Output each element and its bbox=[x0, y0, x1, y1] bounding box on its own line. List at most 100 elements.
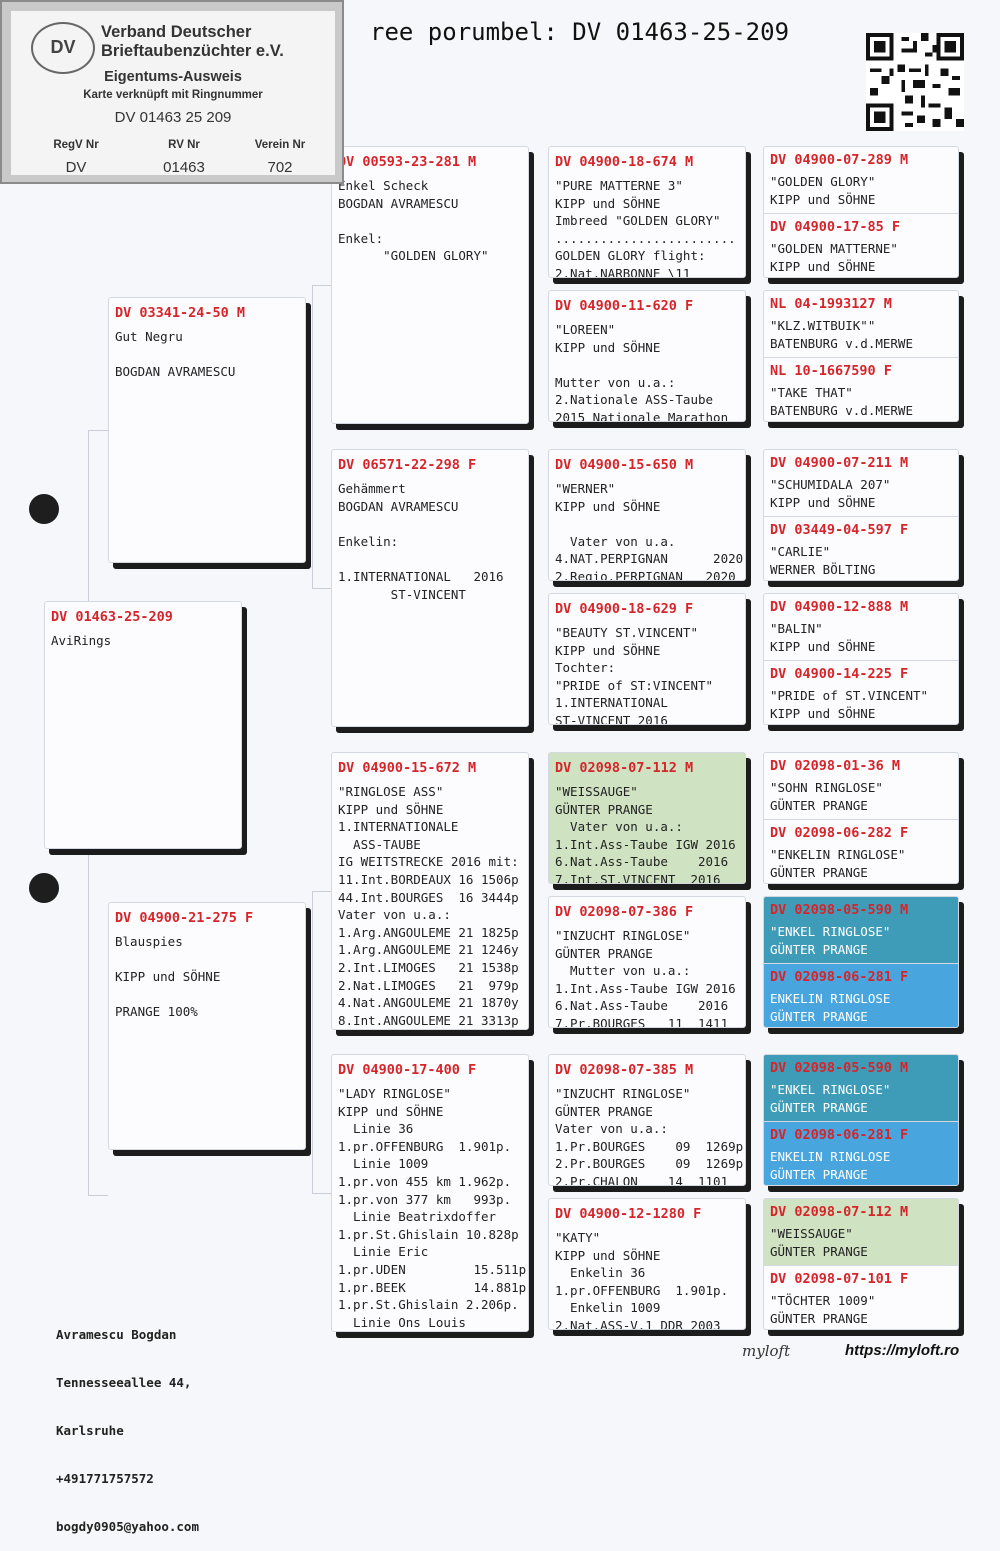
pigeon-info-line: 1.pr.von 377 km 993p. bbox=[338, 1191, 512, 1207]
pigeon-info-line bbox=[115, 951, 299, 969]
ancestor-male[interactable]: DV 04900-07-289 M"GOLDEN GLORY"KIPP und … bbox=[764, 147, 958, 213]
pigeon-info-line: KIPP und SÖHNE bbox=[555, 1247, 661, 1263]
ancestor-female[interactable]: DV 02098-07-101 F"TÖCHTER 1009"GÜNTER PR… bbox=[764, 1265, 958, 1329]
pigeon-info-line: 7.Int.ST.VINCENT 2016 bbox=[555, 871, 721, 884]
pigeon-info-line: 2.Regio.PERPIGNAN 2020 bbox=[555, 568, 736, 581]
ancestor-female[interactable]: DV 04900-14-225 F"PRIDE of ST.VINCENT"KI… bbox=[764, 660, 958, 724]
ring-number: DV 02098-07-101 F bbox=[770, 1271, 909, 1287]
pigeon-info-line: Linie 1009 bbox=[338, 1156, 429, 1172]
card-col2-label: RV Nr bbox=[168, 139, 200, 151]
ring-number: DV 03341-24-50 M bbox=[115, 305, 246, 321]
pigeon-info-line: Linie Beatrixdoffer bbox=[338, 1209, 497, 1225]
pigeon-info-line: ENKELIN RINGLOSE bbox=[770, 1149, 891, 1164]
ancestor-female[interactable]: DV 02098-06-282 F"ENKELIN RINGLOSE"GÜNTE… bbox=[764, 819, 958, 883]
ring-number: DV 02098-06-281 F bbox=[770, 1127, 909, 1143]
pigeon-info-line: Vater von u.a.: bbox=[555, 1121, 668, 1137]
connector-line bbox=[312, 891, 313, 1193]
pigeon-info-line: 1.Int.Ass-Taube IGW 2016 bbox=[555, 980, 736, 996]
ancestor-male[interactable]: DV 04900-12-888 M"BALIN"KIPP und SÖHNE bbox=[764, 594, 958, 660]
pigeon-info-line: "KLZ.WITBUIK"" bbox=[770, 318, 876, 333]
pigeon-info-line: ST-VINCENT bbox=[338, 586, 466, 602]
pigeon-info-line: BOGDAN AVRAMESCU bbox=[338, 498, 459, 514]
pigeon-info-line: GÜNTER PRANGE bbox=[770, 1243, 868, 1259]
pigeon-info-line: "INZUCHT RINGLOSE" bbox=[555, 928, 691, 943]
ring-number: DV 04900-18-629 F bbox=[555, 601, 694, 617]
ancestor-male[interactable]: NL 04-1993127 M"KLZ.WITBUIK""BATENBURG v… bbox=[764, 291, 958, 357]
pigeon-info-line: 2.Nat.ASS-V.1 DDR 2003 bbox=[555, 1317, 721, 1330]
pigeon-info-line: "LADY RINGLOSE" bbox=[338, 1086, 451, 1101]
pigeon-info-line: GÜNTER PRANGE bbox=[770, 1008, 868, 1024]
pigeon-info-line: ST-VINCENT 2016 bbox=[555, 712, 668, 725]
pigeon-info-line: "PURE MATTERNE 3" bbox=[555, 178, 683, 193]
pigeon-info-line: "WEISSAUGE" bbox=[770, 1226, 853, 1241]
ring-number: DV 02098-05-590 M bbox=[770, 902, 909, 918]
pigeon-info-line: 4.NAT.PERPIGNAN 2020 bbox=[555, 551, 744, 567]
pigeon-card[interactable]: DV 04900-18-674 M"PURE MATTERNE 3"KIPP u… bbox=[548, 146, 746, 278]
qr-code-icon bbox=[866, 33, 964, 131]
pigeon-info-line: 7.Pr.BOURGES 11 1411 bbox=[555, 1015, 729, 1028]
pigeon-info-line: 1.pr.OFFENBURG 1.901p. bbox=[555, 1282, 729, 1298]
pigeon-info-line: GOLDEN GLORY flight: bbox=[555, 248, 706, 264]
pigeon-info-line: Enkel: bbox=[338, 230, 384, 246]
ring-number: DV 04900-21-275 F bbox=[115, 910, 254, 926]
card-col3-label: Verein Nr bbox=[254, 139, 306, 151]
owner-address: Avramescu Bogdan Tennesseeallee 44, Karl… bbox=[56, 1295, 199, 1551]
pigeon-info-line: "WEISSAUGE" bbox=[555, 784, 638, 799]
pigeon-info-line: "GOLDEN MATTERNE" bbox=[770, 241, 898, 256]
pigeon-info-line: "ENKEL RINGLOSE" bbox=[770, 924, 891, 939]
pigeon-card[interactable]: DV 04900-17-400 F"LADY RINGLOSE"KIPP und… bbox=[331, 1054, 529, 1332]
pigeon-info-line: BOGDAN AVRAMESCU bbox=[338, 195, 459, 211]
card-col1-value: DV bbox=[65, 159, 87, 176]
pigeon-info-line: 2.Nat.NARBONNE \11 bbox=[555, 265, 691, 278]
pigeon-info-line: "WERNER" bbox=[555, 481, 616, 496]
ancestor-male[interactable]: DV 02098-07-112 M"WEISSAUGE"GÜNTER PRANG… bbox=[764, 1199, 958, 1265]
ancestor-male[interactable]: DV 04900-07-211 M"SCHUMIDALA 207"KIPP un… bbox=[764, 450, 958, 516]
pigeon-card[interactable]: DV 04900-15-672 M"RINGLOSE ASS"KIPP und … bbox=[331, 752, 529, 1030]
pigeon-info-line: "GOLDEN GLORY" bbox=[338, 248, 489, 264]
ancestor-pair-card: DV 02098-05-590 M "ENKEL RINGLOSE" GÜNTER … bbox=[763, 896, 959, 1028]
pigeon-info-line: ........................ bbox=[555, 230, 736, 246]
pigeon-card[interactable]: DV 04900-12-1280 F"KATY"KIPP und SÖHNE E… bbox=[548, 1198, 746, 1330]
pigeon-info-line: 1.INTERNATIONALE bbox=[338, 819, 459, 835]
pigeon-info-line: Enkelin 1009 bbox=[555, 1300, 661, 1316]
pigeon-info-line: 2.Pr.BOURGES 09 1269p bbox=[555, 1156, 744, 1172]
pigeon-info-line bbox=[338, 515, 522, 533]
pigeon-card[interactable]: DV 02098-07-385 M"INZUCHT RINGLOSE"GÜNTE… bbox=[548, 1054, 746, 1186]
pigeon-info-line: Mutter von u.a.: bbox=[555, 374, 676, 390]
card-subheading: Karte verknüpft mit Ringnummer bbox=[83, 89, 263, 101]
pigeon-info-line: Linie 36 bbox=[338, 1121, 414, 1137]
ancestor-female[interactable]: NL 10-1667590 F"TAKE THAT"BATENBURG v.d.… bbox=[764, 357, 958, 421]
site-url-link[interactable]: https://myloft.ro bbox=[845, 1342, 960, 1359]
pigeon-info-line: KIPP und SÖHNE bbox=[770, 258, 876, 274]
ancestor-male[interactable]: DV 02098-01-36 M"SOHN RINGLOSE"GÜNTER PR… bbox=[764, 753, 958, 819]
ancestor-female[interactable]: DV 04900-17-85 F"GOLDEN MATTERNE"KIPP un… bbox=[764, 213, 958, 277]
ring-number: DV 04900-12-888 M bbox=[770, 599, 909, 615]
pigeon-card[interactable]: DV 04900-18-629 F"BEAUTY ST.VINCENT"KIPP… bbox=[548, 593, 746, 725]
ancestor-male[interactable]: DV 02098-05-590 M"ENKEL RINGLOSE"GÜNTER … bbox=[764, 1055, 958, 1121]
ring-number: DV 02098-07-386 F bbox=[555, 904, 694, 920]
pigeon-info-line: KIPP und SÖHNE bbox=[770, 494, 876, 510]
pigeon-card[interactable]: DV 04900-15-650 M"WERNER"KIPP und SÖHNE … bbox=[548, 449, 746, 581]
pigeon-info-line: AviRings bbox=[51, 633, 112, 648]
pigeon-info-line: 1.pr.St.Ghislain 2.206p. bbox=[338, 1297, 519, 1313]
pigeon-info-line: 2.Int.LIMOGES 21 1538p bbox=[338, 959, 519, 975]
pigeon-card[interactable]: DV 02098-07-112 M"WEISSAUGE"GÜNTER PRANG… bbox=[548, 752, 746, 884]
pigeon-card[interactable]: DV 02098-07-386 F"INZUCHT RINGLOSE"GÜNTE… bbox=[548, 896, 746, 1028]
card-col1-label: RegV Nr bbox=[53, 139, 99, 151]
punch-hole bbox=[29, 873, 59, 903]
page-title: ree porumbel: DV 01463-25-209 bbox=[370, 18, 790, 46]
ring-number: DV 00593-23-281 M bbox=[338, 154, 477, 170]
ancestor-female[interactable]: DV 03449-04-597 F"CARLIE"WERNER BÖLTING bbox=[764, 516, 958, 580]
ring-number: DV 04900-12-1280 F bbox=[555, 1206, 702, 1222]
pigeon-info-line: KIPP und SÖHNE bbox=[338, 1103, 444, 1119]
ancestor-male[interactable]: DV 02098-05-590 M"ENKEL RINGLOSE"GÜNTER … bbox=[764, 897, 958, 963]
card-ring-number: DV 01463 25 209 bbox=[114, 109, 232, 126]
